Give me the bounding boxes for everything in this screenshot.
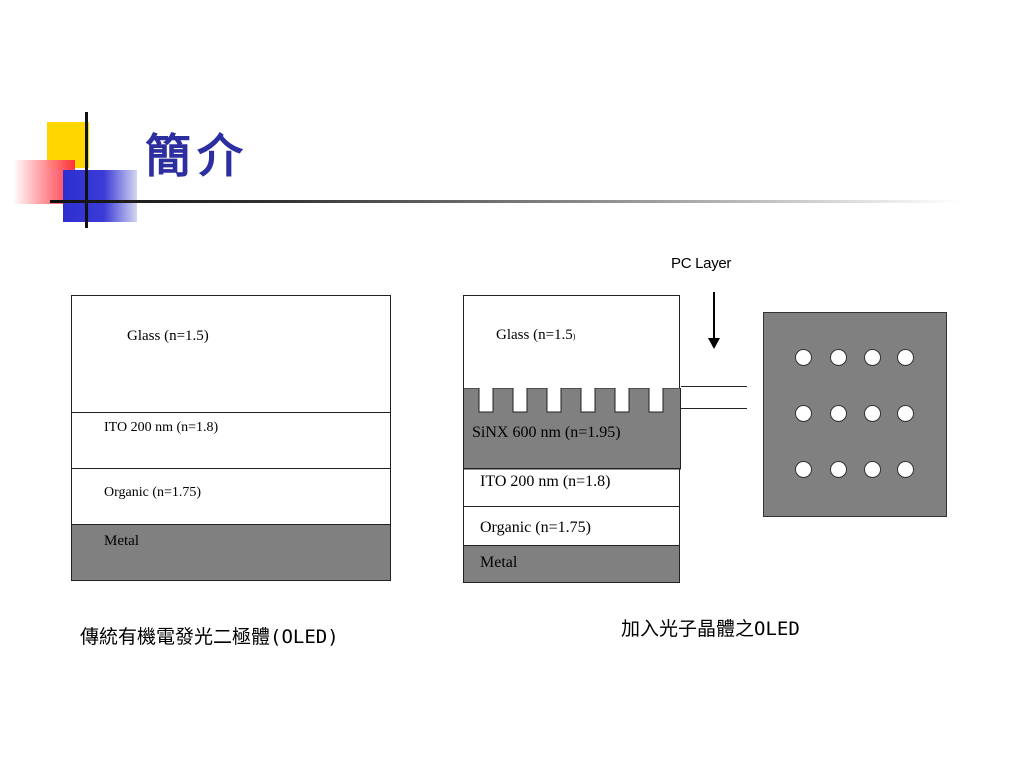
right-glass-label-text: Glass (n=1.5 <box>496 327 573 343</box>
photonic-crystal-panel <box>763 312 947 517</box>
crystal-hole <box>864 349 881 366</box>
header-deco-vertical-line <box>85 112 88 228</box>
left-caption: 傳統有機電發光二極體(OLED) <box>80 626 339 648</box>
right-metal-layer: Metal <box>463 545 680 583</box>
left-metal-layer: Metal <box>71 524 391 581</box>
connector-line-top <box>681 386 747 387</box>
left-organic-layer: Organic (n=1.75) <box>71 468 391 525</box>
right-ito-layer: ITO 200 nm (n=1.8) <box>463 468 680 507</box>
crystal-hole <box>864 461 881 478</box>
left-metal-label: Metal <box>104 533 139 549</box>
right-organic-label: Organic (n=1.75) <box>480 519 591 536</box>
crystal-hole <box>830 461 847 478</box>
right-glass-label: Glass (n=1.5) <box>496 327 575 344</box>
connector-line-bottom <box>681 408 747 409</box>
crystal-hole <box>897 461 914 478</box>
crystal-hole <box>897 349 914 366</box>
right-glass-label-suffix: ) <box>572 332 576 341</box>
right-metal-label: Metal <box>480 554 518 571</box>
crystal-hole <box>795 349 812 366</box>
right-sinx-label: SiNX 600 nm (n=1.95) <box>472 424 621 441</box>
right-organic-layer: Organic (n=1.75) <box>463 506 680 546</box>
right-caption: 加入光子晶體之OLED <box>621 618 800 640</box>
crystal-hole <box>897 405 914 422</box>
crystal-hole <box>864 405 881 422</box>
crystal-hole <box>830 405 847 422</box>
crystal-hole <box>795 461 812 478</box>
slide-title: 簡介 <box>145 129 249 183</box>
left-organic-label: Organic (n=1.75) <box>104 485 202 500</box>
down-arrow-icon <box>708 292 720 349</box>
header-deco-horizontal-line <box>50 200 960 203</box>
left-glass-label: Glass (n=1.5) <box>127 328 209 344</box>
pc-layer-label: PC Layer <box>671 255 732 272</box>
right-sinx-layer <box>463 388 681 470</box>
right-glass-layer: Glass (n=1.5) <box>463 295 680 391</box>
crystal-hole <box>830 349 847 366</box>
right-ito-label: ITO 200 nm (n=1.8) <box>480 473 611 490</box>
header-deco-blue-square <box>63 170 137 222</box>
left-glass-layer: Glass (n=1.5) <box>71 295 391 413</box>
left-ito-label: ITO 200 nm (n=1.8) <box>104 420 219 435</box>
left-ito-layer: ITO 200 nm (n=1.8) <box>71 412 391 469</box>
crystal-hole <box>795 405 812 422</box>
